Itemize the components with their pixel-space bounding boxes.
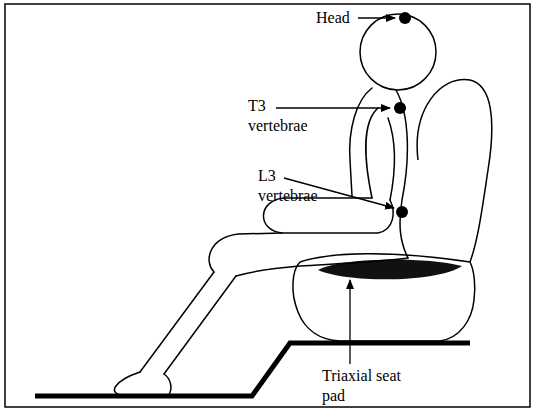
measurement-dots: [394, 12, 411, 218]
point-label: Head: [316, 8, 356, 28]
part-label: Triaxial seat pad: [322, 366, 402, 406]
occupant: [114, 14, 436, 396]
point-label: L3 vertebrae: [258, 166, 336, 206]
seat-pad: [318, 260, 462, 280]
frame: [5, 4, 530, 407]
point-label: T3 vertebrae: [248, 96, 326, 136]
floor: [35, 343, 470, 396]
